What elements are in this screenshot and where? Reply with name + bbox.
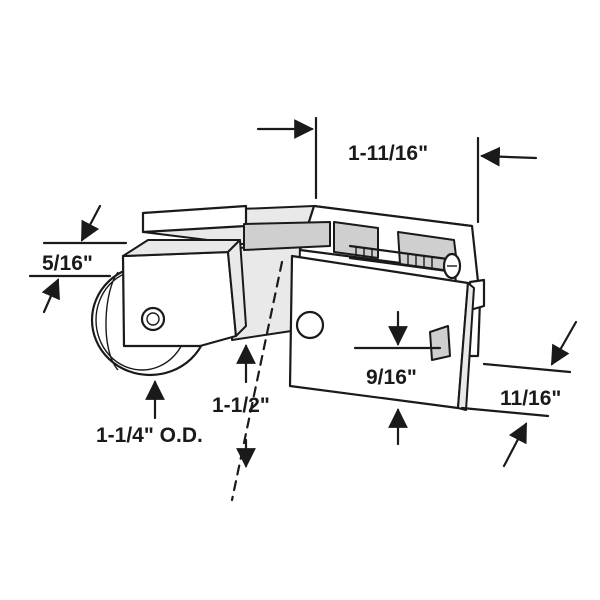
front-right-plate (288, 254, 475, 411)
dimension-plate-depth: 11/16" (460, 320, 578, 468)
dimension-roller-width: 5/16" (28, 204, 128, 314)
dimension-label-roller-width: 5/16" (42, 252, 93, 275)
dimension-plate-offset: 9/16" (353, 310, 442, 446)
dimension-overall-height: 1-1/2" (212, 344, 270, 468)
dimension-label-roller-od: 1-1/4" O.D. (96, 424, 203, 447)
dimension-bracket-length: 1-11/16" (256, 116, 538, 224)
dimension-label-bracket-length: 1-11/16" (348, 142, 428, 165)
dimension-label-overall-height: 1-1/2" (212, 394, 270, 417)
dimension-label-plate-depth: 11/16" (500, 387, 561, 410)
dimension-label-plate-offset: 9/16" (366, 366, 417, 389)
height-reference-line (230, 260, 284, 502)
dimension-roller-od: 1-1/4" O.D. (96, 380, 203, 447)
front-left-plate (121, 239, 247, 348)
adjustment-screw (348, 244, 462, 280)
